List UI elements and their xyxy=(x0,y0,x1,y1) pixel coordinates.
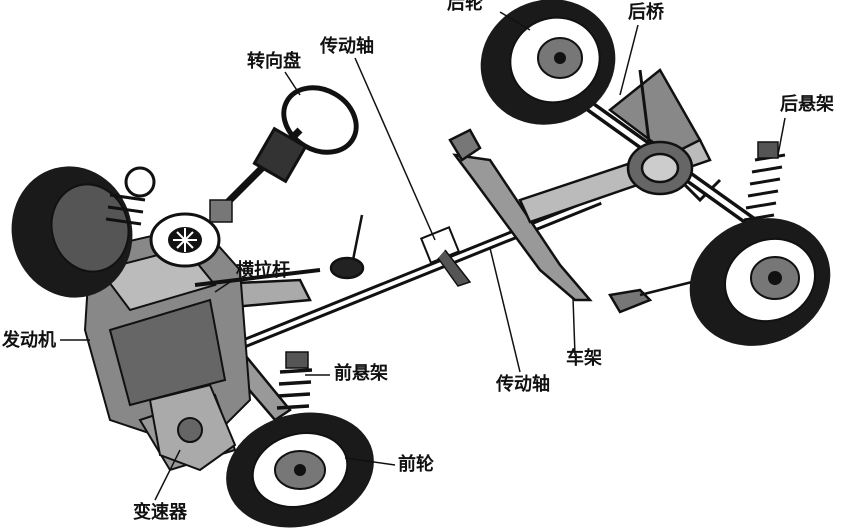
front-left-wheel xyxy=(11,166,156,298)
tie-rod xyxy=(194,268,321,287)
label-drive-shaft-top: 传动轴 xyxy=(319,35,374,57)
rear-axle xyxy=(556,80,774,240)
label-engine: 发动机 xyxy=(1,329,56,351)
front-right-wheel xyxy=(226,412,374,528)
label-rear-wheel: 后轮 xyxy=(447,0,483,14)
label-tie-rod: 横拉杆 xyxy=(236,259,290,281)
steering-wheel xyxy=(209,85,359,223)
transmission xyxy=(148,383,237,472)
label-transmission: 变速器 xyxy=(133,501,188,523)
label-front-suspension: 前悬架 xyxy=(334,362,388,384)
label-frame: 车架 xyxy=(566,347,602,369)
gear-lever xyxy=(329,214,365,280)
drive-shaft xyxy=(238,195,602,350)
rear-suspension-spring xyxy=(743,141,786,222)
front-suspension-spring xyxy=(276,351,313,410)
label-rear-axle: 后桥 xyxy=(628,1,665,23)
label-front-wheel: 前轮 xyxy=(398,453,434,475)
label-steering-wheel: 转向盘 xyxy=(247,50,301,72)
rear-wheel-right xyxy=(689,218,831,346)
label-drive-shaft-bottom: 传动轴 xyxy=(495,373,550,395)
leader-lines xyxy=(60,11,786,501)
rear-wheel-top xyxy=(480,0,616,125)
label-rear-suspension: 后悬架 xyxy=(780,93,834,115)
